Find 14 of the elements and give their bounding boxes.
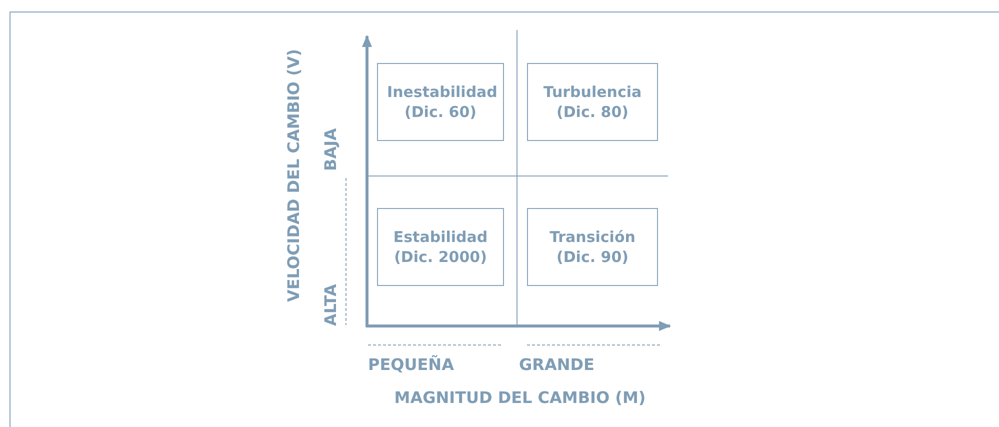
quadrant-box: [377, 208, 504, 286]
axis-tick-label: GRANDE: [519, 355, 594, 374]
axis-title: MAGNITUD DEL CAMBIO (M): [393, 388, 647, 408]
axis-title: VELOCIDAD DEL CAMBIO (V): [284, 47, 304, 304]
quadrant-box: [527, 208, 658, 286]
quadrant-box: [527, 63, 658, 141]
axis-tick-label: BAJA: [321, 127, 340, 174]
quadrant-label: Turbulencia (Dic. 80): [542, 82, 643, 122]
quadrant-label: Estabilidad (Dic. 2000): [392, 226, 489, 268]
axis-tick-label: ALTA: [321, 283, 340, 328]
quadrant-label: Inestabilidad (Dic. 60): [387, 82, 494, 122]
quadrant-label: Transición (Dic. 90): [548, 226, 636, 268]
quadrant-box: [377, 63, 504, 141]
axis-tick-label: PEQUEÑA: [368, 355, 454, 374]
